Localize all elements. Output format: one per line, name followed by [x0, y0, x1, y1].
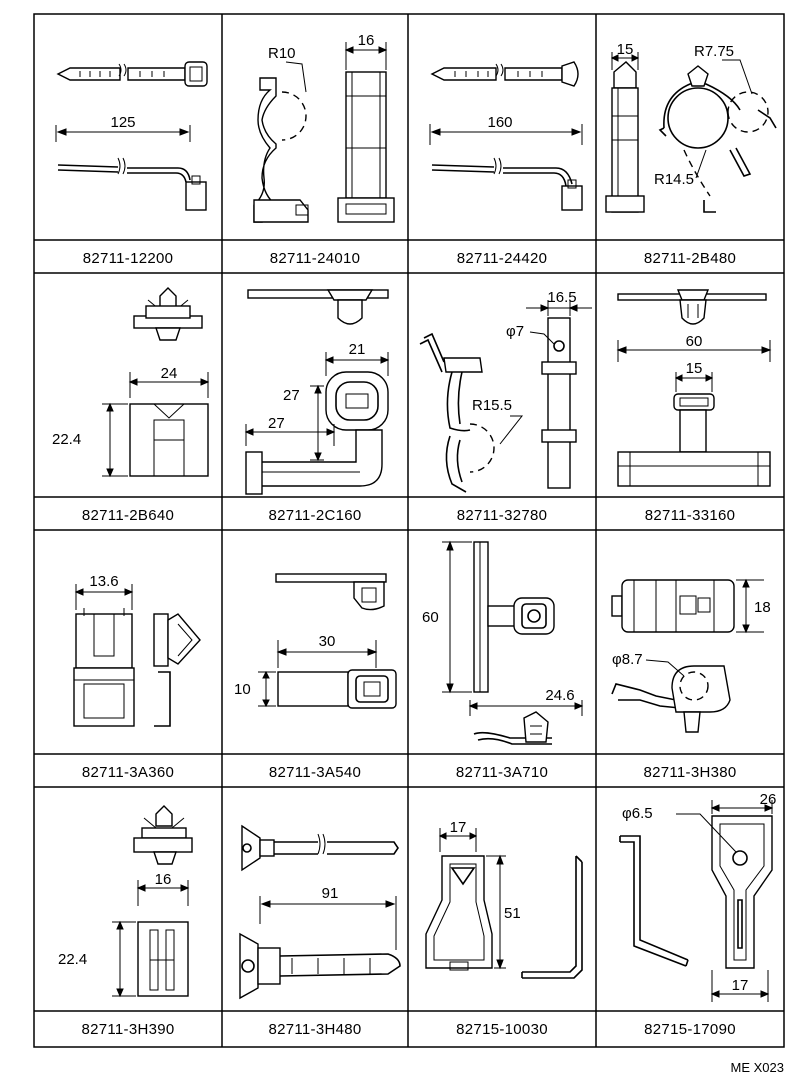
- part-number-label[interactable]: 82711-3H380: [643, 764, 736, 781]
- dimension-label: 91: [322, 885, 339, 902]
- dimension-label: R14.5: [654, 171, 694, 188]
- part-drawing-82711-3A710: 60 24.6: [422, 540, 584, 745]
- dimension-label: 16: [358, 32, 375, 49]
- part-number-label[interactable]: 82715-17090: [644, 1021, 736, 1038]
- part-drawing-82711-3A360: 13.6: [73, 573, 201, 727]
- dimension-label: φ6.5: [622, 805, 653, 822]
- dimension-label: 60: [422, 609, 439, 626]
- dimension-label: 16.5: [547, 289, 576, 306]
- dimension-label: 27: [268, 415, 285, 432]
- part-number-label[interactable]: 82711-3A360: [82, 764, 174, 781]
- part-drawing-82711-24420: 160: [429, 61, 583, 211]
- part-number-label[interactable]: 82711-3H480: [268, 1021, 361, 1038]
- dimension-label: 18: [754, 599, 771, 616]
- dimension-label: 22.4: [52, 431, 81, 448]
- part-number-label[interactable]: 82711-12200: [83, 250, 174, 267]
- part-drawing-82711-2B640: 24 22.4: [52, 287, 210, 478]
- part-number-label[interactable]: 82715-10030: [456, 1021, 548, 1038]
- part-number-labels: 82711-12200 82711-24010 82711-24420 8271…: [81, 250, 736, 1038]
- dimension-label: 27: [283, 387, 300, 404]
- dimension-label: 15: [617, 41, 634, 58]
- dimension-label: 21: [349, 341, 366, 358]
- dimension-label: 15: [686, 360, 703, 377]
- part-drawing-82711-24010: R10 16: [253, 32, 395, 223]
- dimension-label: 24.6: [545, 687, 574, 704]
- dimension-label: 51: [504, 905, 521, 922]
- part-number-label[interactable]: 82711-2B640: [82, 507, 174, 524]
- dimension-label: 125: [110, 114, 135, 131]
- dimension-label: 24: [161, 365, 178, 382]
- part-drawing-82711-3H380: 18 φ8.7: [611, 578, 771, 733]
- part-number-label[interactable]: 82711-32780: [457, 507, 548, 524]
- part-number-label[interactable]: 82711-3H390: [81, 1021, 174, 1038]
- part-number-label[interactable]: 82711-24010: [270, 250, 361, 267]
- part-number-label[interactable]: 82711-2B480: [644, 250, 736, 267]
- dimension-label: 17: [450, 819, 467, 836]
- dimension-label: φ7: [506, 323, 524, 340]
- dimension-label: 160: [487, 114, 512, 131]
- part-number-label[interactable]: 82711-3A540: [269, 764, 361, 781]
- dimension-label: 22.4: [58, 951, 87, 968]
- part-drawing-82711-2C160: 21 27 27: [244, 289, 390, 495]
- part-drawing-82711-32780: R15.5 16.5 φ7: [419, 289, 592, 493]
- part-number-label[interactable]: 82711-3A710: [456, 764, 548, 781]
- dimension-label: φ8.7: [612, 651, 643, 668]
- sheet-code: ME X023: [731, 1060, 784, 1075]
- dimension-label: R10: [268, 45, 296, 62]
- part-drawing-82715-10030: 17 51: [425, 819, 583, 979]
- dimension-label: 16: [155, 871, 172, 888]
- part-drawing-82711-3A540: 30 10: [234, 573, 397, 709]
- catalog-grid: [33, 13, 785, 1048]
- dimension-label: R7.75: [694, 43, 734, 60]
- part-drawing-82711-33160: 60 15: [616, 289, 772, 487]
- dimension-label: R15.5: [472, 397, 512, 414]
- part-number-label[interactable]: 82711-2C160: [268, 507, 361, 524]
- part-drawing-82711-3H480: 91: [239, 824, 401, 1000]
- dimension-label: 10: [234, 681, 251, 698]
- part-drawing-82715-17090: 26 17 φ6.5: [619, 791, 777, 1002]
- part-drawing-82711-2B480: 15 R7.75 R14.5: [605, 41, 777, 213]
- dimension-label: 13.6: [89, 573, 118, 590]
- dimension-label: 60: [686, 333, 703, 350]
- dimension-label: 30: [319, 633, 336, 650]
- part-drawing-82711-12200: 125: [55, 61, 208, 211]
- dimension-label: 26: [760, 791, 777, 808]
- part-number-label[interactable]: 82711-33160: [645, 507, 736, 524]
- part-number-label[interactable]: 82711-24420: [457, 250, 548, 267]
- dimension-label: 17: [732, 977, 749, 994]
- part-drawing-82711-3H390: 16 22.4: [58, 805, 193, 998]
